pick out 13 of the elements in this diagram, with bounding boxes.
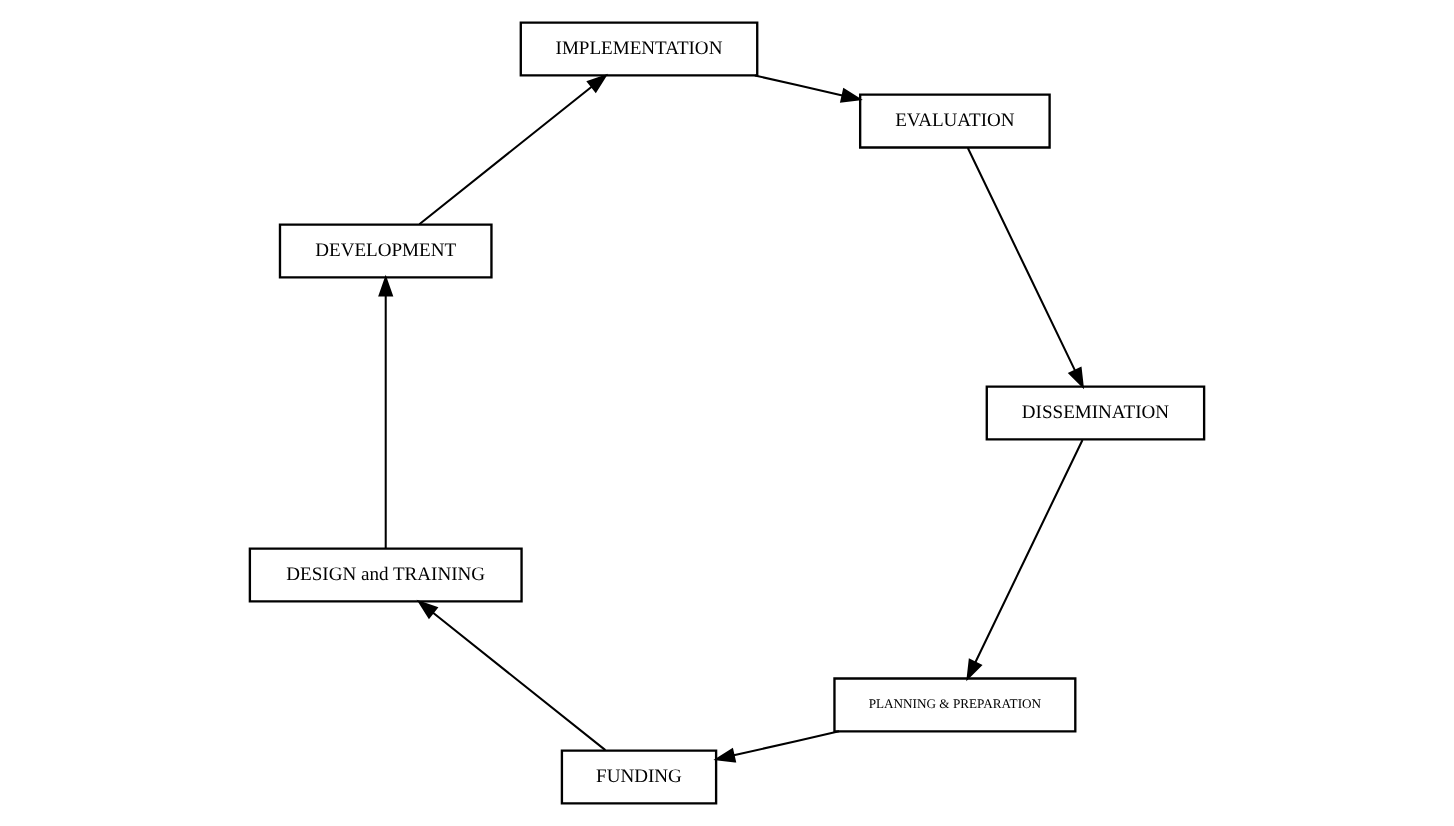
- arrow: [754, 74, 863, 103]
- arrow: [966, 439, 1084, 682]
- node-box: DEVELOPMENT: [278, 223, 493, 279]
- arrow: [713, 730, 840, 763]
- arrow: [416, 599, 607, 751]
- node-box: EVALUATION: [859, 93, 1051, 149]
- node-box: DISSEMINATION: [985, 385, 1206, 441]
- arrow: [418, 73, 609, 225]
- node-box: IMPLEMENTATION: [519, 21, 759, 77]
- node-box: DESIGN and TRAINING: [248, 547, 523, 603]
- arrow: [966, 147, 1085, 390]
- node-box: FUNDING: [560, 749, 718, 805]
- arrow: [378, 274, 394, 549]
